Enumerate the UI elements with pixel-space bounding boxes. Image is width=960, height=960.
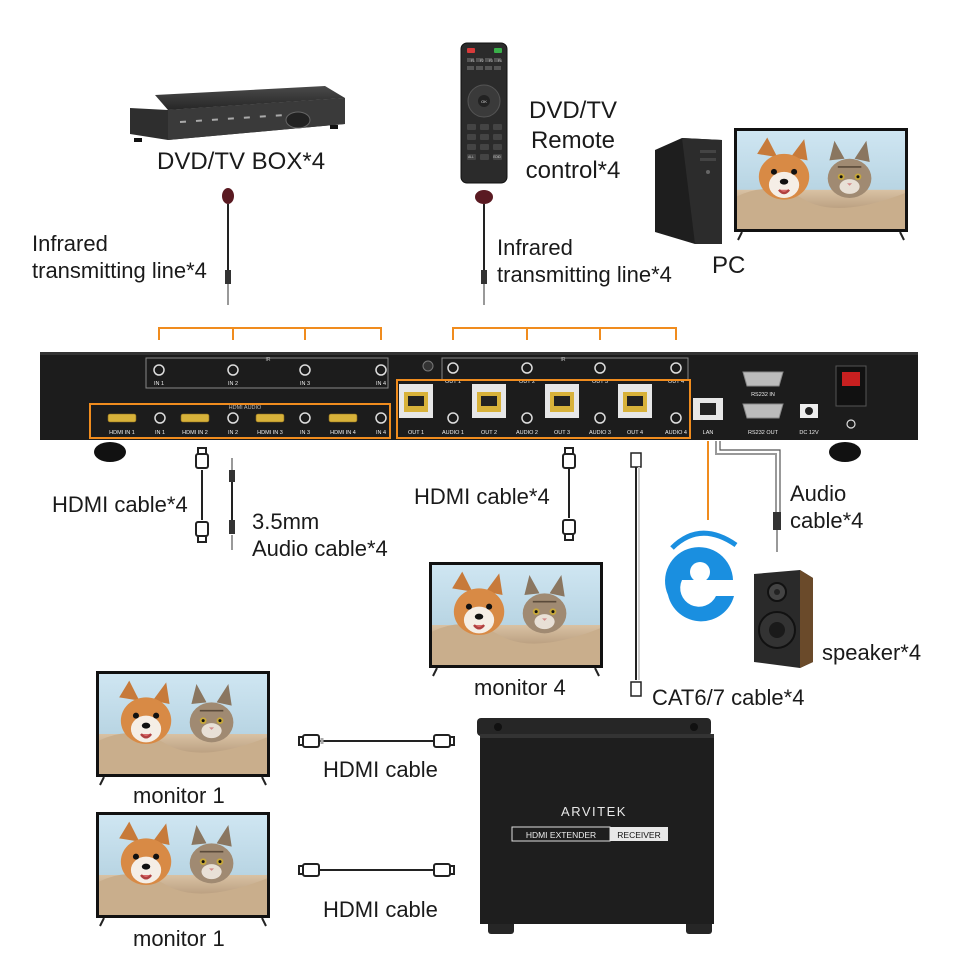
monitor1-top-label: monitor 1 bbox=[133, 783, 225, 808]
audio-cable-right-label: Audio cable*4 bbox=[790, 480, 863, 534]
receiver-brand: ARVITEK bbox=[561, 804, 627, 819]
hdmi-in-1-label: HDMI IN 1 bbox=[109, 430, 135, 436]
monitor-1-bottom bbox=[96, 812, 270, 927]
dvd-tv-box bbox=[130, 86, 345, 142]
ir-tag-left: IR bbox=[266, 357, 271, 363]
audio-cable-right-icon bbox=[715, 441, 781, 552]
hdmi-cable-bottom-icon bbox=[298, 863, 455, 877]
ir-out-2-label: OUT 2 bbox=[519, 379, 535, 385]
remote-label-line1: DVD/TV bbox=[528, 97, 617, 124]
rj45-ports bbox=[399, 384, 652, 418]
remote-key-edid: EDID bbox=[493, 155, 501, 159]
remote-label-line2: Remote bbox=[530, 127, 616, 154]
ir-bracket-left bbox=[158, 327, 382, 340]
out-2-label: OUT 2 bbox=[481, 430, 497, 436]
out-1-label: OUT 1 bbox=[408, 430, 424, 436]
hdmi-cable-bottom-label: HDMI cable bbox=[323, 897, 438, 922]
remote-key-ok: OK bbox=[481, 99, 487, 104]
audio-out-1-label: AUDIO 1 bbox=[442, 430, 464, 436]
ir-bracket-right bbox=[452, 327, 677, 340]
pc-monitor bbox=[734, 128, 908, 241]
dvd-box-label: DVD/TV BOX*4 bbox=[157, 148, 326, 175]
audio-out-2-label: AUDIO 2 bbox=[516, 430, 538, 436]
pc-label: PC bbox=[712, 252, 746, 279]
receiver-tag-right: RECEIVER bbox=[617, 830, 660, 840]
receiver-tag-left: HDMI EXTENDER bbox=[526, 830, 596, 840]
ir-in-3-label: IN 3 bbox=[300, 381, 310, 387]
ir-in-panel bbox=[145, 357, 389, 389]
speaker-label: speaker*4 bbox=[822, 640, 922, 665]
hdmi-in-2-label: HDMI IN 2 bbox=[182, 430, 208, 436]
remote-key-f1: F1 bbox=[471, 59, 475, 63]
audio-right-line1: Audio bbox=[790, 481, 847, 506]
monitor-1-top bbox=[96, 671, 270, 786]
speaker bbox=[754, 570, 813, 668]
ir-line-right-label: Infrared transmitting line*4 bbox=[497, 234, 672, 288]
remote-key-f4: F4 bbox=[498, 59, 502, 63]
hdmi-cable-left-label: HDMI cable*4 bbox=[52, 492, 188, 517]
hdmi-cable-mid-icon bbox=[562, 447, 576, 541]
hdmi-cable-left-icon bbox=[195, 447, 209, 543]
ir-out-1-label: OUT 1 bbox=[445, 379, 461, 385]
ir-line-left-label: Infrared transmitting line*4 bbox=[32, 230, 207, 284]
ir-in-4-label: IN 4 bbox=[376, 381, 386, 387]
output-panel bbox=[396, 379, 691, 439]
ir-transmitter-left bbox=[222, 188, 234, 305]
cat-cable-label: CAT6/7 cable*4 bbox=[652, 685, 805, 710]
internet-explorer-icon bbox=[665, 530, 738, 622]
audio-in-3-label: IN 3 bbox=[300, 430, 310, 436]
audio-out-3-label: AUDIO 3 bbox=[589, 430, 611, 436]
remote-label-line3: control*4 bbox=[525, 157, 621, 184]
rs232-out-label: RS232 OUT bbox=[748, 430, 779, 436]
out-3-label: OUT 3 bbox=[554, 430, 570, 436]
dc-label: DC 12V bbox=[799, 430, 819, 436]
audio-left-line2: Audio cable*4 bbox=[252, 536, 388, 561]
hdmi-audio-tag: HDMI AUDIO bbox=[229, 405, 262, 411]
lan-label: LAN bbox=[703, 430, 714, 436]
ir-tag-right: IR bbox=[561, 357, 566, 363]
ir-out-4-label: OUT 4 bbox=[668, 379, 684, 385]
audio-in-1-label: IN 1 bbox=[155, 430, 165, 436]
remote-key-all: ALL bbox=[468, 155, 474, 159]
hdmi-extender-receiver: ARVITEK HDMI EXTENDER RECEIVER bbox=[477, 718, 714, 934]
rs232-in-label: RS232 IN bbox=[751, 392, 775, 398]
ir-left-line2: transmitting line*4 bbox=[32, 258, 207, 283]
out-4-label: OUT 4 bbox=[627, 430, 643, 436]
audio-right-line2: cable*4 bbox=[790, 508, 864, 533]
hdmi-cable-top-label: HDMI cable bbox=[323, 757, 438, 782]
hdmi-cable-mid-label: HDMI cable*4 bbox=[414, 484, 550, 509]
audio-left-line1: 3.5mm bbox=[252, 509, 320, 534]
monitor-4 bbox=[429, 562, 603, 677]
cat-cable-icon bbox=[630, 452, 642, 697]
ir-transmitter-right bbox=[475, 190, 493, 305]
remote-key-f3: F3 bbox=[489, 59, 493, 63]
ir-out-3-label: OUT 3 bbox=[592, 379, 608, 385]
monitor4-label: monitor 4 bbox=[474, 675, 566, 700]
rs232-out-port bbox=[742, 403, 784, 419]
remote-control: F1 F2 F3 F4 OK ALL EDID bbox=[460, 42, 508, 184]
hdmi-input-panel bbox=[89, 403, 391, 439]
ir-left-line1: Infrared bbox=[32, 231, 108, 256]
remote-label: DVD/TV Remote control*4 bbox=[508, 96, 638, 186]
hdmi-in-3-label: HDMI IN 3 bbox=[257, 430, 283, 436]
ir-in-1-label: IN 1 bbox=[154, 381, 164, 387]
rs232-in-port bbox=[742, 371, 784, 387]
ir-right-line2: transmitting line*4 bbox=[497, 262, 672, 287]
audio-in-4-label: IN 4 bbox=[376, 430, 386, 436]
pc-tower bbox=[655, 138, 722, 244]
hdmi-in-4-label: HDMI IN 4 bbox=[330, 430, 356, 436]
ir-in-2-label: IN 2 bbox=[228, 381, 238, 387]
hdmi-cable-top-icon bbox=[298, 734, 455, 748]
audio-cable-left-icon bbox=[229, 458, 235, 550]
ground-terminal bbox=[846, 419, 856, 429]
matrix-switcher: IR IN 1 IN 2 IN 3 IN 4 IR OUT 1 OUT 2 OU… bbox=[40, 352, 918, 462]
audio-in-2-label: IN 2 bbox=[228, 430, 238, 436]
audio-out-4-label: AUDIO 4 bbox=[665, 430, 687, 436]
ir-right-line1: Infrared bbox=[497, 235, 573, 260]
audio-cable-left-label: 3.5mm Audio cable*4 bbox=[252, 508, 388, 562]
monitor1-bottom-label: monitor 1 bbox=[133, 926, 225, 951]
remote-key-f2: F2 bbox=[480, 59, 484, 63]
